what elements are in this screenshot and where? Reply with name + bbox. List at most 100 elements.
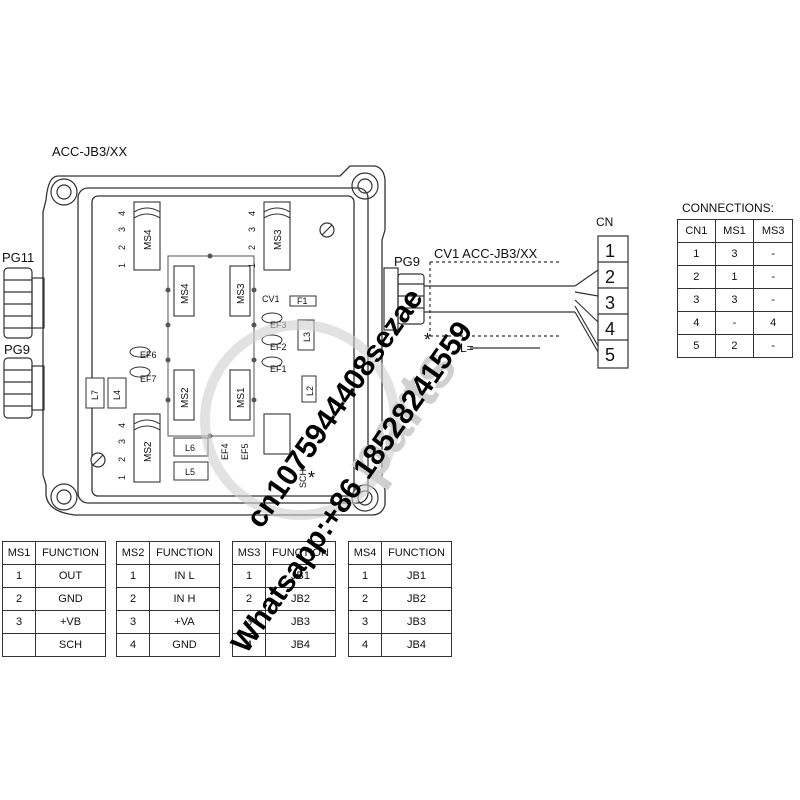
- table-cell: 2: [116, 587, 150, 611]
- gland-label-pg11: PG11: [2, 250, 34, 265]
- cn-label: CN: [596, 215, 613, 229]
- l2-label: L2: [305, 386, 315, 396]
- l4-inductor: [107, 377, 127, 409]
- l7-inductor: [85, 377, 105, 409]
- ms4-pin-4: 4: [117, 211, 127, 216]
- table-cell: 4: [232, 633, 266, 657]
- table-cell: 4: [677, 311, 716, 335]
- ms4-inner-label: MS4: [180, 283, 191, 304]
- ms4-header: MS4: [348, 541, 382, 565]
- table-row: 3+VB: [2, 610, 106, 634]
- table-cell: [2, 633, 36, 657]
- table-cell: 2: [677, 265, 716, 289]
- l5-inductor: [173, 461, 209, 481]
- table-cell: SCH: [35, 633, 106, 657]
- table-cell: JB1: [265, 564, 336, 588]
- connections-header-ms1: MS1: [714, 219, 755, 243]
- table-cell: 4: [348, 633, 382, 657]
- table-cell: JB2: [265, 587, 336, 611]
- ms3-terminal: [263, 201, 291, 271]
- ms4-terminal: [133, 201, 161, 271]
- table-row: 2 1 -: [677, 265, 793, 289]
- sch-asterisk: *: [308, 468, 315, 488]
- table-cell: GND: [35, 587, 106, 611]
- table-cell: IN L: [149, 564, 220, 588]
- f1-fuse: [289, 295, 317, 307]
- table-cell: 1: [116, 564, 150, 588]
- ms4-pin-3: 3: [117, 227, 127, 232]
- table-row: 5 2 -: [677, 334, 793, 358]
- ef5-label: EF5: [240, 443, 250, 460]
- ms1-header: MS1: [2, 541, 36, 565]
- gland-label-pg9-left: PG9: [4, 342, 30, 357]
- cn-pin-4: 4: [605, 319, 615, 339]
- cv1-label: CV1: [262, 294, 280, 304]
- l6-label: L6: [185, 443, 195, 453]
- cable-asterisk: *: [424, 330, 431, 350]
- ms2-inner-block: [173, 369, 195, 421]
- table-cell: 1: [348, 564, 382, 588]
- gland-label-pg9-right: PG9: [394, 254, 420, 269]
- ms3-inner-label: MS3: [236, 283, 247, 304]
- cn-pin-5: 5: [605, 345, 615, 365]
- l7-label: L7: [90, 390, 100, 400]
- table-cell: JB3: [381, 610, 452, 634]
- table-cell: +VB: [35, 610, 106, 634]
- enclosure: [42, 165, 386, 516]
- ms3-pin-1: 1: [247, 263, 257, 268]
- table-cell: 4: [116, 633, 150, 657]
- table-cell: 2: [2, 587, 36, 611]
- ms2-pin-4: 4: [117, 423, 127, 428]
- ms4-pin-2: 2: [117, 245, 127, 250]
- ms3-board-label: MS3: [273, 229, 284, 250]
- ms2-terminal: [133, 413, 161, 483]
- function-header: FUNCTION: [149, 541, 220, 565]
- cn-connector: [597, 235, 629, 369]
- ef1-label: EF1: [270, 364, 287, 374]
- cable-label: CV1 ACC-JB3/XX: [434, 246, 538, 261]
- table-cell: +VA: [149, 610, 220, 634]
- ms3-inner-block: [229, 265, 251, 317]
- table-cell: 5: [677, 334, 716, 358]
- connections-title: CONNECTIONS:: [682, 201, 775, 215]
- table-row: 4 - 4: [677, 311, 793, 335]
- table-cell: 3: [116, 610, 150, 634]
- function-header: FUNCTION: [35, 541, 106, 565]
- l3-label: L3: [302, 332, 312, 342]
- ms1-inner-block: [229, 369, 251, 421]
- table-cell: 1: [677, 242, 716, 266]
- board-screws: [90, 222, 335, 468]
- table-row: SCH: [2, 633, 106, 657]
- function-header: FUNCTION: [381, 541, 452, 565]
- cn-pin-1: 1: [605, 241, 615, 261]
- l4-label: L4: [112, 390, 122, 400]
- table-cell: 3: [677, 288, 716, 312]
- ms4-inner-block: [173, 265, 195, 317]
- cn-pin-3: 3: [605, 293, 615, 313]
- table-cell: -: [753, 334, 793, 358]
- ms3-pin-3: 3: [247, 227, 257, 232]
- ms1-inner-label: MS1: [236, 387, 247, 408]
- table-cell: 2: [714, 334, 755, 358]
- table-cell: IN H: [149, 587, 220, 611]
- table-row: 3 3 -: [677, 288, 793, 312]
- ef4-label: EF4: [220, 443, 230, 460]
- ms1-terminal-right: [263, 413, 291, 455]
- cable-length: L=: [460, 341, 474, 355]
- ef6-label: EF6: [140, 350, 157, 360]
- l2-inductor: [301, 375, 317, 403]
- cn-pin-2: 2: [605, 267, 615, 287]
- connections-header-cn1: CN1: [677, 219, 716, 243]
- ms3-pin-2: 2: [247, 245, 257, 250]
- ms3-pin-4: 4: [247, 211, 257, 216]
- watermark-emblem: [200, 320, 400, 520]
